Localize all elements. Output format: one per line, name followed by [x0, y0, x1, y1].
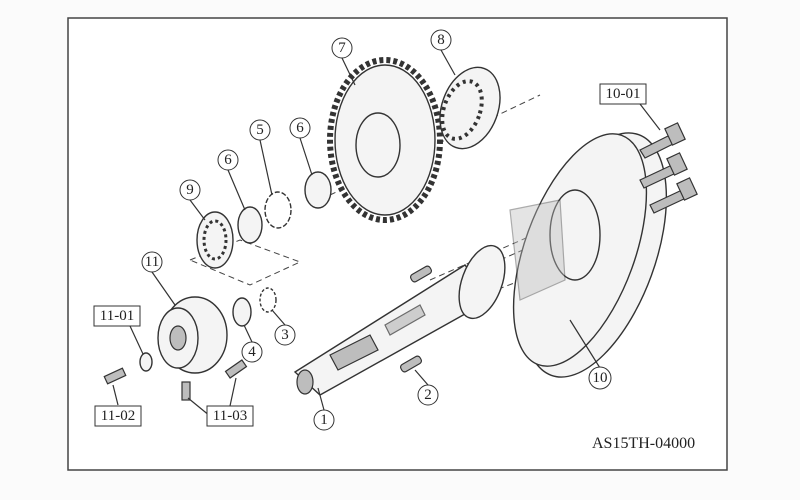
svg-text:5: 5 [256, 122, 264, 138]
part-9-bearing [196, 211, 234, 269]
callout-11: 11 [141, 251, 163, 273]
callout-11-02: 11-02 [94, 405, 142, 427]
svg-text:11-02: 11-02 [101, 408, 135, 424]
svg-text:6: 6 [296, 120, 304, 136]
part-11-02-screw [103, 367, 127, 385]
diagram-id-caption: AS15TH-04000 [592, 435, 695, 452]
part-6-nut [304, 171, 332, 209]
part-6-nut [237, 206, 263, 244]
svg-text:1: 1 [320, 412, 328, 428]
callout-9: 9 [179, 179, 201, 201]
part-1-shaft [293, 244, 506, 396]
svg-text:8: 8 [437, 32, 445, 48]
part-11-03-setscrew [181, 381, 191, 401]
callout-6b: 6 [217, 149, 239, 171]
svg-text:11-03: 11-03 [213, 408, 247, 424]
callout-10: 10 [588, 366, 612, 390]
svg-text:2: 2 [424, 387, 432, 403]
part-7-gear [327, 57, 443, 223]
callout-11-03: 11-03 [206, 405, 254, 427]
part-10-01-screws [639, 122, 698, 214]
part-11-01-washer [139, 352, 153, 372]
callout-10-01: 10-01 [599, 83, 647, 105]
svg-text:6: 6 [224, 152, 232, 168]
callout-2: 2 [417, 384, 439, 406]
part-11-03-setscrew [224, 359, 248, 379]
svg-text:10-01: 10-01 [606, 86, 641, 102]
callout-5: 5 [249, 119, 271, 141]
part-8-bearing [439, 66, 501, 150]
svg-text:3: 3 [281, 327, 289, 343]
part-4-ring [232, 297, 252, 327]
part-10-flange [509, 132, 668, 378]
svg-text:9: 9 [186, 182, 194, 198]
callout-8: 8 [430, 29, 452, 51]
part-3-washer [259, 287, 277, 313]
part-5-lock-washer [264, 191, 292, 229]
callout-7: 7 [331, 37, 353, 59]
svg-text:4: 4 [248, 344, 256, 360]
leader-lines [112, 49, 661, 417]
svg-text:11: 11 [145, 254, 159, 270]
callout-4: 4 [241, 341, 263, 363]
callout-11-01: 11-01 [93, 305, 141, 327]
svg-text:11-01: 11-01 [100, 308, 134, 324]
callout-1: 1 [313, 409, 335, 431]
callout-3: 3 [274, 324, 296, 346]
callout-6a: 6 [289, 117, 311, 139]
part-2-key [409, 265, 433, 283]
part-11-collar [157, 296, 228, 374]
svg-text:10: 10 [593, 370, 608, 386]
svg-text:7: 7 [338, 40, 346, 56]
part-2-key [399, 355, 423, 373]
